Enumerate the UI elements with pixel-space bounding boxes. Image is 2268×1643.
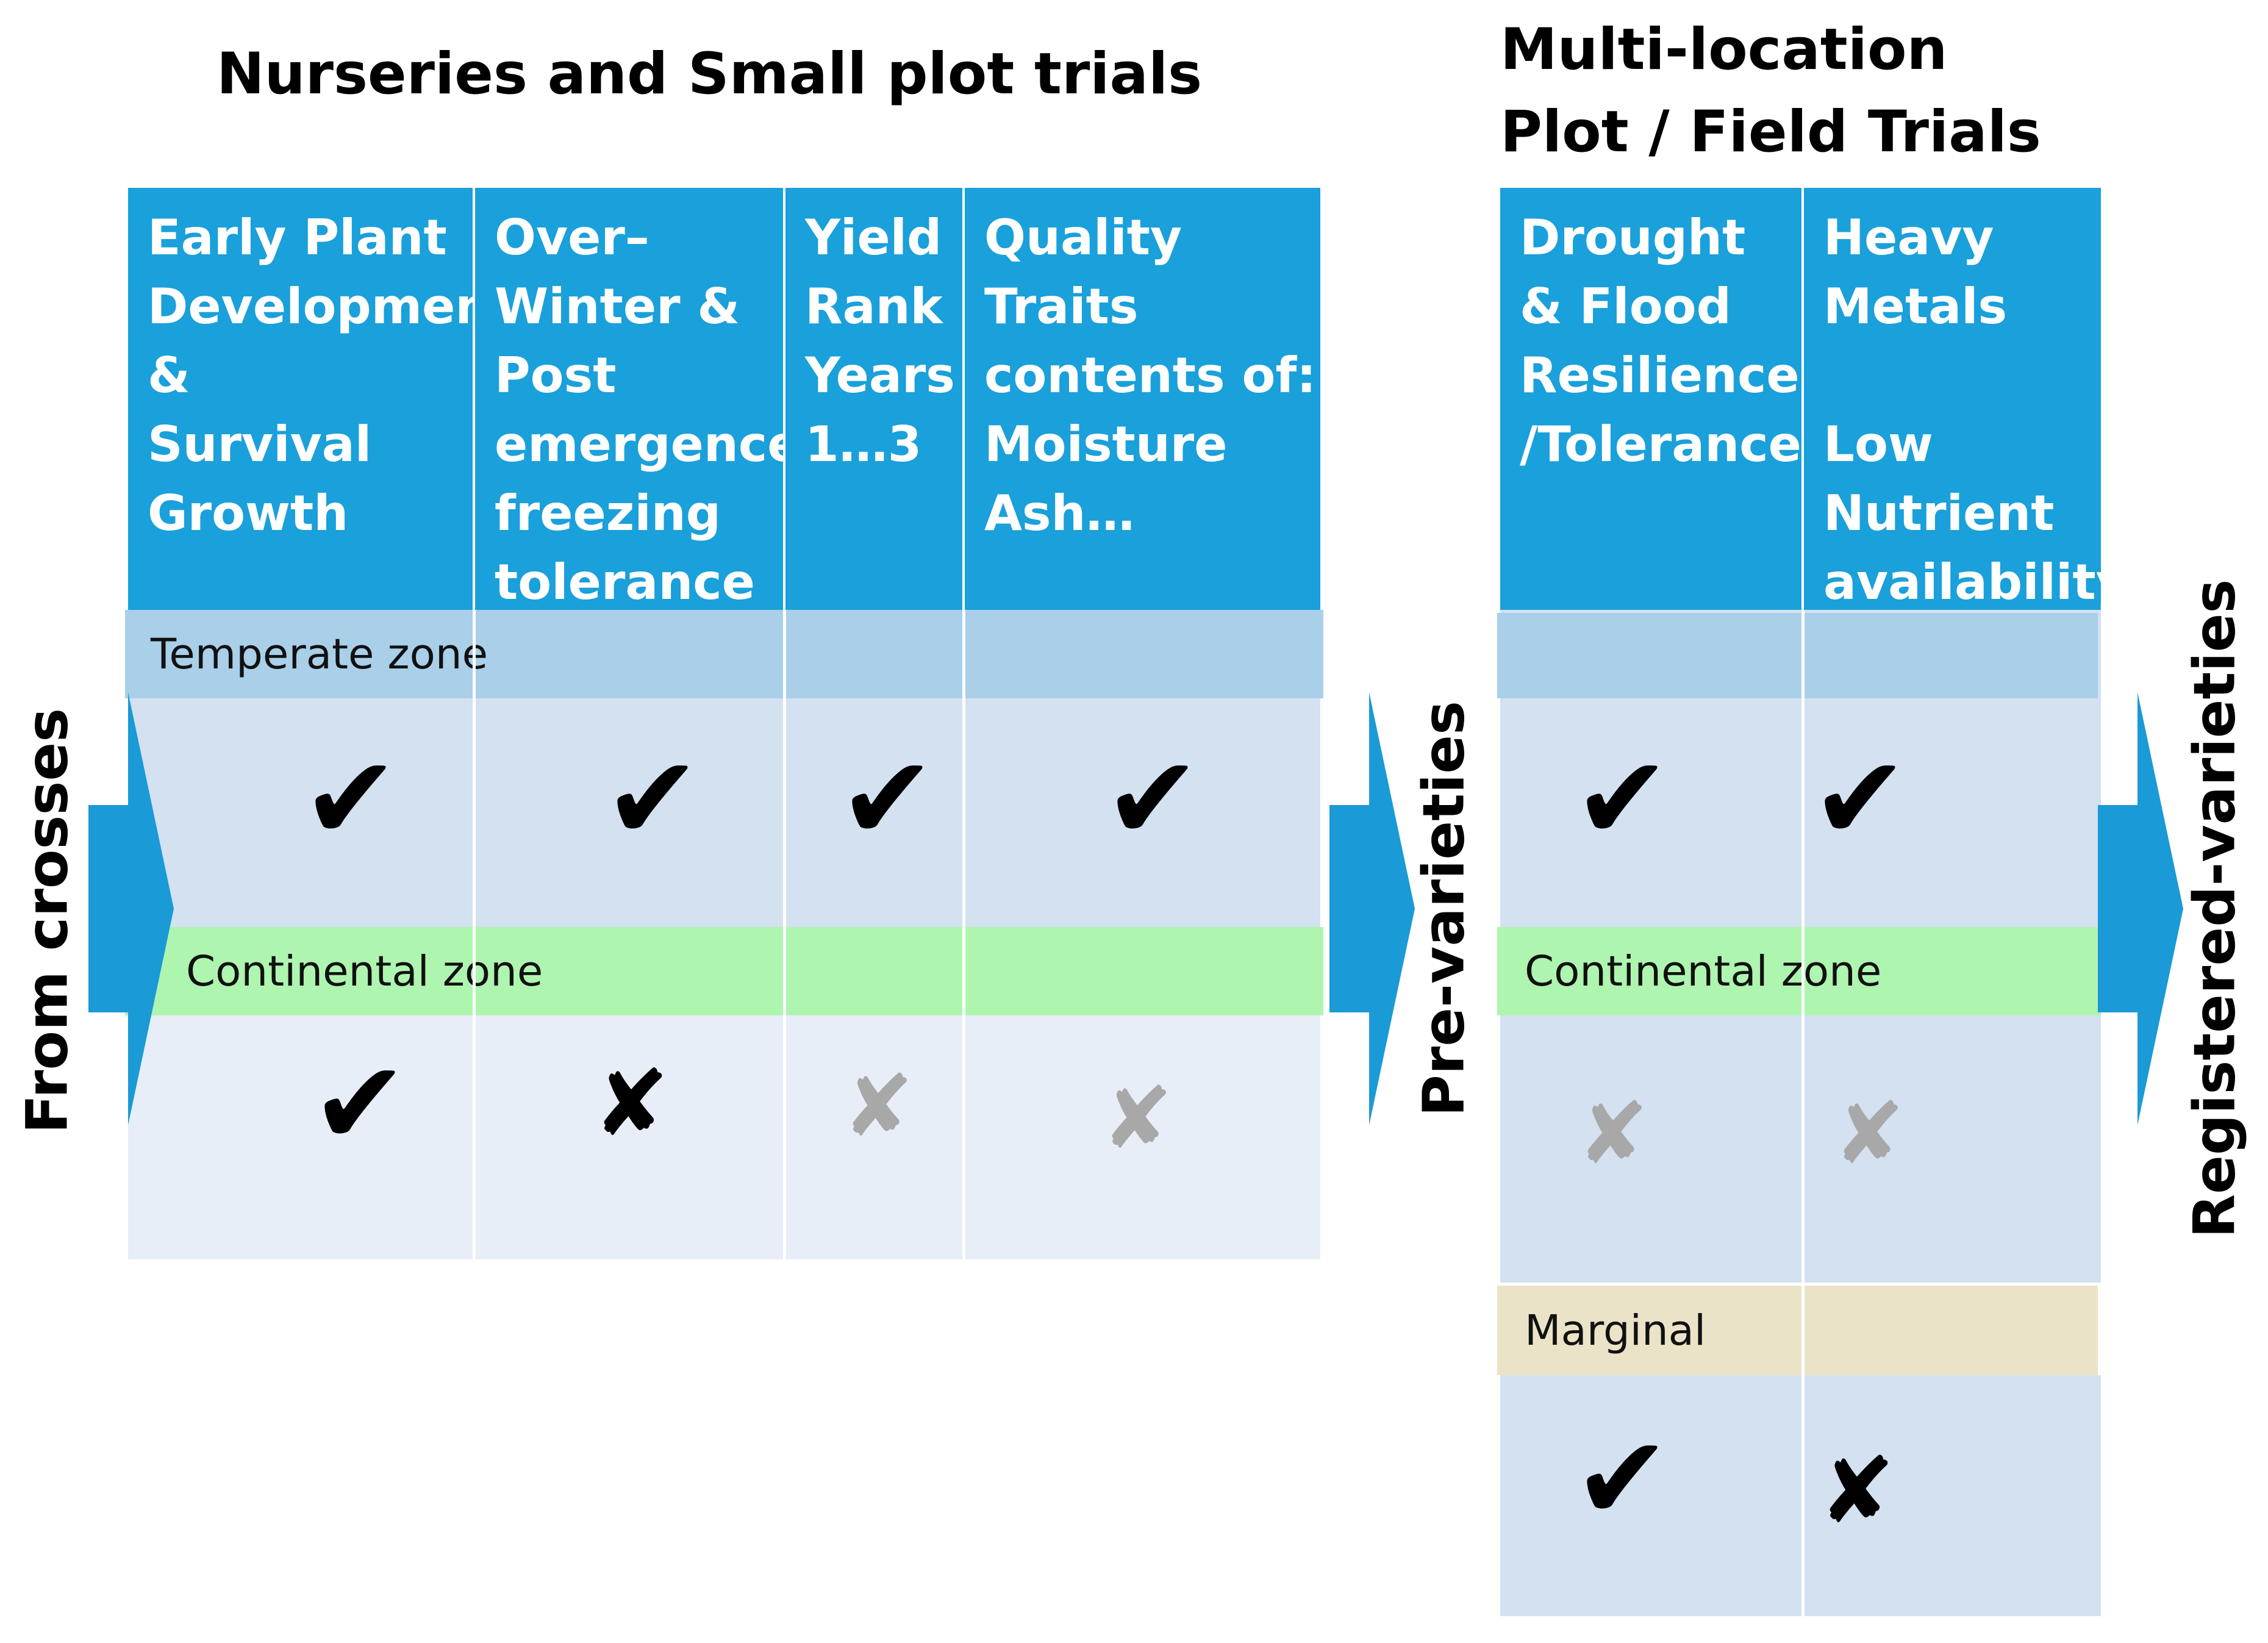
right-title-line2: Plot / Field Trials [1500, 99, 2041, 165]
from-crosses-label: From crosses [14, 707, 81, 1134]
check-icon: ✔ [1573, 731, 1671, 866]
right-grid-bottom-cells [1500, 1375, 2101, 1616]
registered-varieties-arrow [2098, 692, 2183, 1125]
continental-zone-band-right: Continental zone [1497, 927, 2101, 1015]
registered-varieties-label: Registered-varieties [2181, 579, 2248, 1239]
left-title: Nurseries and Small plot trials [216, 41, 1203, 107]
right-grid-middle-cells [1500, 1015, 2101, 1284]
cross-icon: ✘ [842, 1057, 914, 1156]
cross-icon: ✘ [1819, 1438, 1895, 1544]
check-icon: ✔ [839, 731, 936, 866]
cross-icon: ✘ [1833, 1084, 1905, 1184]
pre-varieties-label: Pre-varieties [1411, 701, 1478, 1117]
continental-zone-label-right: Continental zone [1525, 947, 1882, 996]
right-title-line1: Multi-location [1500, 16, 1948, 83]
cross-icon: ✘ [593, 1051, 670, 1157]
check-icon: ✔ [302, 731, 399, 866]
right-column-separator [1801, 610, 1805, 1616]
header-early-plant-development: Early PlantDevelopment &Survival Growth [128, 188, 473, 610]
left-grid-bottom-cells [128, 1015, 1320, 1259]
left-column-separator [962, 610, 965, 1259]
right-row-separator [1497, 1283, 2101, 1286]
check-icon: ✔ [1104, 731, 1201, 866]
continental-zone-label-left: Continental zone [186, 947, 543, 996]
left-column-separator [783, 610, 786, 1259]
temperate-zone-label: Temperate zone [151, 629, 488, 679]
header-drought-flood: Drought& Flood Resilience/Tolerance [1500, 188, 1801, 610]
left-column-separator [473, 610, 476, 1259]
cross-icon: ✘ [1577, 1084, 1649, 1184]
check-icon: ✔ [311, 1036, 409, 1171]
continental-zone-band-left: Continental zone [125, 927, 1323, 1015]
temperate-zone-band: Temperate zone [125, 610, 1323, 698]
marginal-band: Marginal [1497, 1286, 2098, 1375]
check-icon: ✔ [604, 731, 701, 866]
pre-varieties-arrow [1329, 692, 1415, 1125]
check-icon: ✔ [1811, 731, 1909, 866]
from-crosses-arrow [88, 692, 174, 1125]
temperate-zone-band-right [1497, 613, 2098, 698]
marginal-label: Marginal [1525, 1306, 1706, 1355]
check-icon: ✔ [1573, 1411, 1671, 1546]
cross-icon: ✘ [1101, 1069, 1173, 1169]
